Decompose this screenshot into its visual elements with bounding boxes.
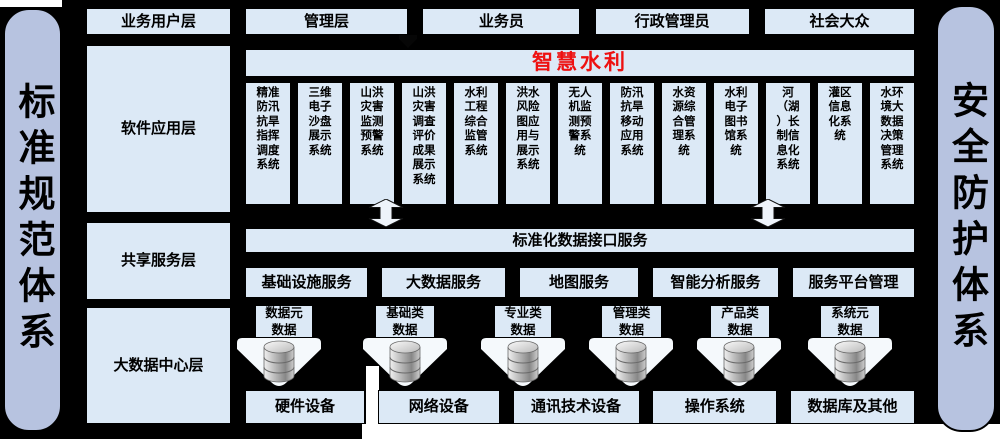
database-icon [615,340,647,383]
system-box-torrent-monitor: 山洪 灾害 监测 预警 系统 [349,82,395,205]
background-notch-bottom [362,424,1000,439]
hardware-box-os: 操作系统 [652,390,778,424]
funnel-shape [806,336,894,392]
datatype-box-meta: 数据元 数据 [255,305,313,338]
layer-label-user: 业务用户层 [86,8,231,35]
systems-row: 精准 防汛 抗旱 指挥 调度 系统 三维 电子 沙盘 展示 系统 山洪 灾害 监… [245,82,915,205]
user-box-management: 管理层 [245,8,408,35]
system-box-water-env-bigdata: 水环 境大 数据 决策 管理 系统 [869,82,915,205]
system-box-mobile-app: 防汛 抗旱 移动 应用 系统 [609,82,655,205]
database-icon [507,340,539,383]
background-notch-top-left [0,0,62,7]
funnel-shape [479,336,567,392]
user-box-public: 社会大众 [763,8,915,35]
database-icon [389,340,421,383]
datatype-box-professional: 专业类 数据 [494,305,552,338]
data-interface-bar: 标准化数据接口服务 [245,228,915,253]
funnel-shape [695,336,783,392]
hardware-box-network: 网络设备 [377,390,500,424]
layer-label-app: 软件应用层 [86,45,231,213]
system-box-flood-risk-map: 洪水 风险 图应 用与 展示 系统 [505,82,551,205]
datatype-box-product: 产品类 数据 [710,305,770,338]
service-box-infrastructure: 基础设施服务 [245,267,368,298]
datatype-box-basic: 基础类 数据 [375,305,435,338]
down-arrow-notch [399,35,417,48]
database-icon [263,340,295,383]
double-arrow-icon [750,199,786,227]
system-box-uav-monitor: 无人 机监 测预 警系 统 [557,82,603,205]
user-row: 管理层 业务员 行政管理员 社会大众 [245,8,915,35]
system-box-water-resource-mgmt: 水资 源综 合管 理系 统 [661,82,707,205]
system-box-project-supervision: 水利 工程 综合 监管 系统 [453,82,499,205]
hardware-box-database-other: 数据库及其他 [790,390,915,424]
smart-water-title: 智慧水利 [245,49,915,77]
service-box-platform-mgmt: 服务平台管理 [792,267,915,298]
service-box-map: 地图服务 [519,267,639,298]
funnel-shape [235,336,323,392]
funnel-shape [587,336,675,392]
background-notch-strip [366,366,379,426]
system-box-3d-sandbox: 三维 电子 沙盘 展示 系统 [297,82,343,205]
datatype-box-system-meta: 系统元 数据 [820,305,880,338]
system-box-e-library: 水利 电子 图书 馆系 统 [713,82,759,205]
database-icon [723,340,755,383]
layer-label-share: 共享服务层 [86,222,231,300]
double-arrow-icon [368,199,404,227]
system-box-flood-drought-dispatch: 精准 防汛 抗旱 指挥 调度 系统 [245,82,291,205]
service-box-intelligent-analysis: 智能分析服务 [652,267,779,298]
datatype-box-management: 管理类 数据 [601,305,662,338]
funnel-shape [361,336,449,392]
pillar-security: 安全防护体系 [936,5,996,432]
user-box-salesman: 业务员 [422,8,581,35]
layer-label-bigdata: 大数据中心层 [86,307,231,424]
system-box-torrent-survey: 山洪 灾害 调查 评价 成果 展示 系统 [401,82,447,205]
hardware-box-hardware: 硬件设备 [245,390,365,424]
pillar-standards-label: 标准规范体系 [12,82,53,358]
services-row: 基础设施服务 大数据服务 地图服务 智能分析服务 服务平台管理 [245,267,915,298]
pillar-security-label: 安全防护体系 [945,80,987,357]
hardware-box-communication: 通讯技术设备 [512,390,640,424]
system-box-river-chief: 河 （湖 ）长 制信 息化 系统 [765,82,811,205]
service-box-bigdata: 大数据服务 [381,267,506,298]
pillar-standards: 标准规范体系 [3,8,62,432]
system-box-irrigation-info: 灌区 信息 化系 统 [817,82,863,205]
database-icon [834,340,866,383]
hardware-row: 硬件设备 网络设备 通讯技术设备 操作系统 数据库及其他 [245,390,915,424]
user-box-admin: 行政管理员 [594,8,750,35]
